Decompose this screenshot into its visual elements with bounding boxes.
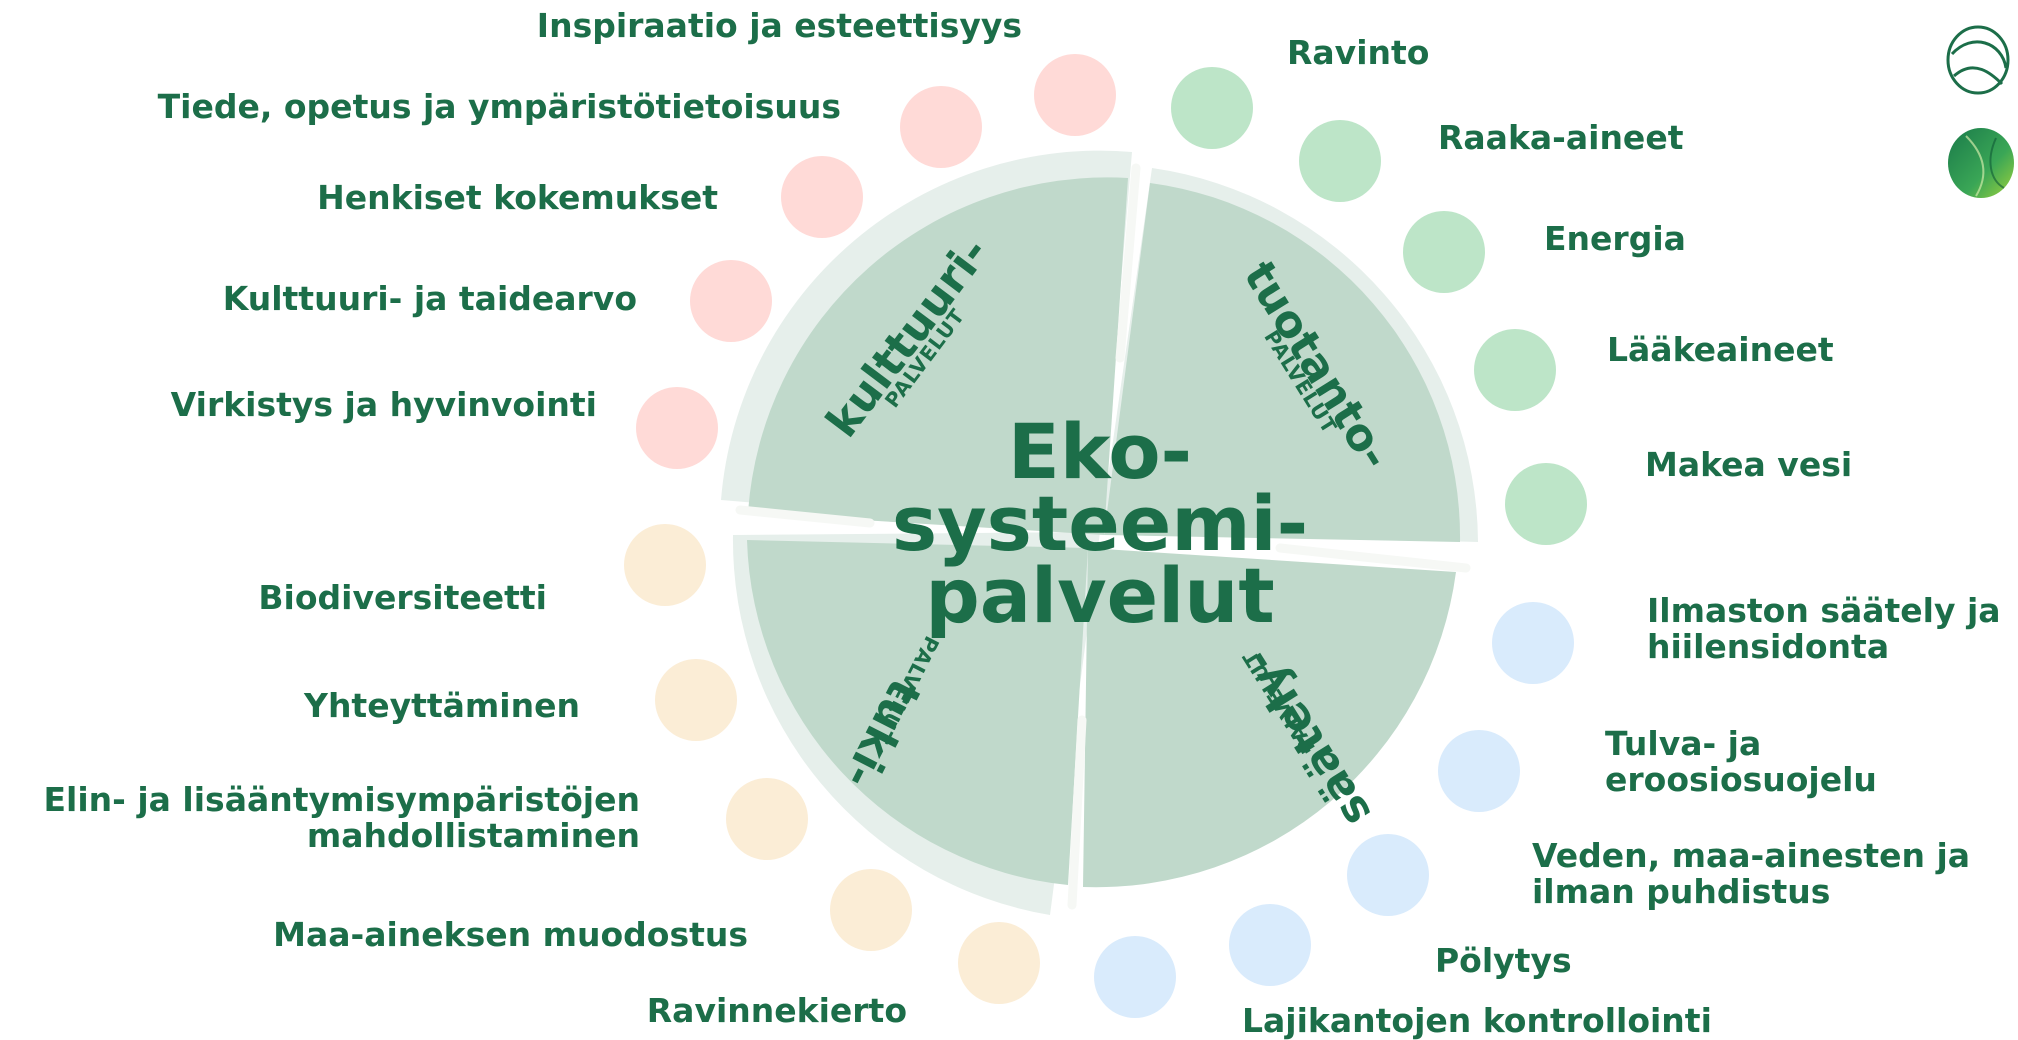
support-item-label: Yhteyttäminen xyxy=(304,686,580,725)
culture-service-circle xyxy=(690,260,772,342)
support-service-circle xyxy=(624,524,706,606)
production-service-circle xyxy=(1299,120,1381,202)
culture-service-circle xyxy=(636,387,718,469)
culture-item-label: Henkiset kokemukset xyxy=(317,178,718,217)
support-item-label: Ravinnekierto xyxy=(646,991,907,1030)
regulation-service-circle xyxy=(1438,730,1520,812)
center-title-line-3: palvelut xyxy=(925,551,1275,640)
culture-item-label: Virkistys ja hyvinvointi xyxy=(170,385,597,424)
production-item-label: Ravinto xyxy=(1287,33,1430,72)
production-sector xyxy=(1104,183,1461,542)
regulation-sector xyxy=(1083,548,1456,888)
regulation-item-label: Pölytys xyxy=(1435,941,1572,980)
support-sector xyxy=(747,540,1088,885)
support-service-circle xyxy=(958,922,1040,1004)
regulation-service-circle xyxy=(1229,904,1311,986)
production-item-label: Raaka-aineet xyxy=(1438,118,1684,157)
culture-service-circle xyxy=(1034,54,1116,136)
support-item-label: Biodiversiteetti xyxy=(258,578,547,617)
culture-item-label: Kulttuuri- ja taidearvo xyxy=(222,279,637,318)
production-item-label: Energia xyxy=(1544,219,1686,258)
production-service-circle xyxy=(1474,329,1556,411)
culture-sector xyxy=(748,177,1128,536)
culture-item-label: Inspiraatio ja esteettisyys xyxy=(536,6,1022,45)
production-service-circle xyxy=(1403,211,1485,293)
regulation-item-label: Lajikantojen kontrollointi xyxy=(1242,1001,1712,1040)
production-service-circle xyxy=(1505,463,1587,545)
support-service-circle xyxy=(830,869,912,951)
green-leaf-logo-icon xyxy=(1948,128,2014,198)
outline-leaf-logo-icon xyxy=(1946,25,2010,95)
regulation-service-circle xyxy=(1492,602,1574,684)
center-title-line-2: systeemi- xyxy=(891,479,1309,568)
center-title-line-1: Eko- xyxy=(1007,407,1193,496)
production-item-label: Makea vesi xyxy=(1645,445,1853,484)
production-item-label: Lääkeaineet xyxy=(1607,330,1834,369)
production-service-circle xyxy=(1171,67,1253,149)
support-service-circle xyxy=(726,778,808,860)
culture-service-circle xyxy=(900,86,982,168)
sector-dividers xyxy=(735,163,1471,910)
regulation-service-circle xyxy=(1094,936,1176,1018)
regulation-service-circle xyxy=(1347,834,1429,916)
culture-service-circle xyxy=(781,156,863,238)
culture-item-label: Tiede, opetus ja ympäristötietoisuus xyxy=(157,87,841,126)
support-item-label: Maa-aineksen muodostus xyxy=(273,915,748,954)
support-service-circle xyxy=(655,659,737,741)
